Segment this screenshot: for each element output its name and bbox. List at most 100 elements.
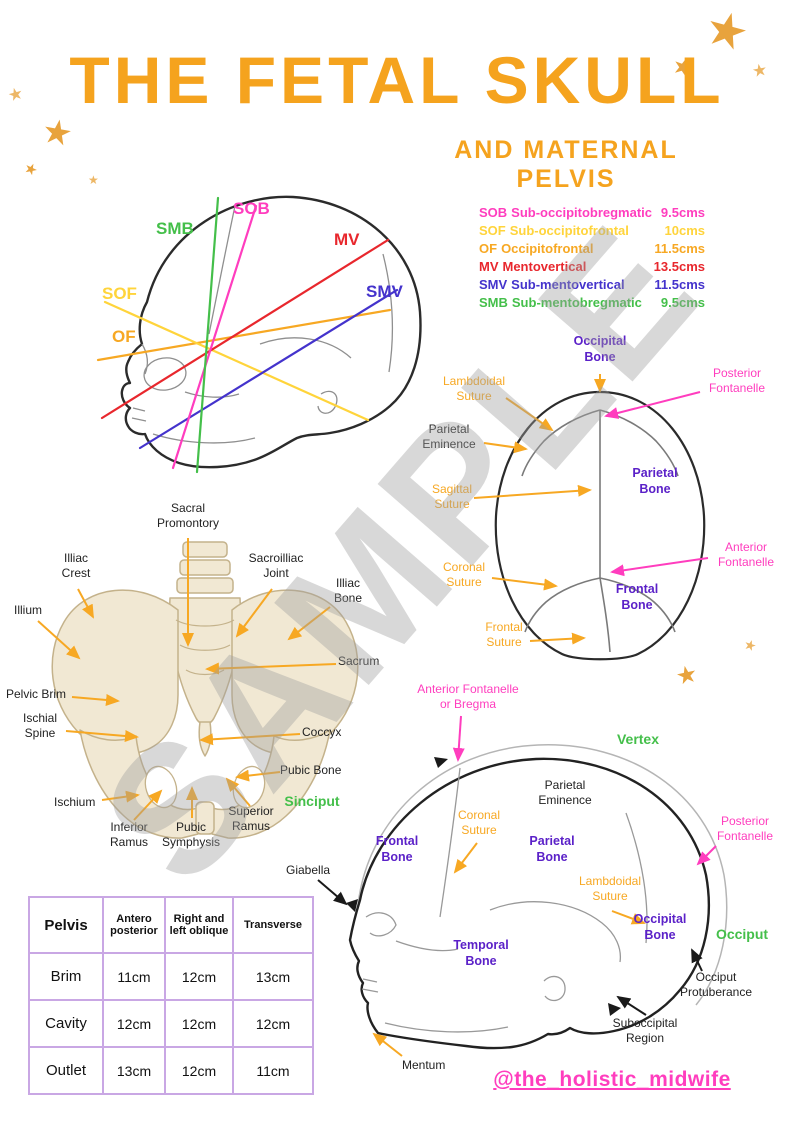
diameter-line-sob: [171, 204, 258, 470]
label-occiput-protuberance: Occiput Protuberance: [679, 970, 753, 999]
label-illium: Illium: [14, 603, 43, 617]
label-ischium: Ischium: [54, 795, 96, 809]
label-illiac-crest: Illiac Crest: [61, 551, 91, 580]
label-occipital-bone-lateral: Occipital Bone: [633, 912, 687, 942]
diameter-label-sob: SOB: [233, 199, 270, 218]
diameter-line-sof: [103, 300, 370, 422]
table-row-brim: Brim 11cm 12cm 13cm: [28, 952, 314, 1001]
legend-abbr: MV: [479, 259, 499, 274]
diameter-label-sof: SOF: [102, 284, 137, 303]
table-header-antero-posterior: Antero posterior: [102, 896, 166, 954]
label-pelvic-brim: Pelvic Brim: [6, 687, 67, 701]
diameter-label-of: OF: [112, 327, 136, 346]
table-cell: Outlet: [28, 1046, 104, 1095]
diameter-line-mv: [100, 238, 390, 420]
diameter-line-of: [96, 308, 392, 362]
diameter-line-smb: [195, 196, 220, 474]
table-header-row: Pelvis Antero posterior Right and left o…: [28, 896, 314, 954]
table-header-oblique: Right and left oblique: [164, 896, 234, 954]
skull-top-sutures: [521, 409, 679, 653]
table-cell: 12cm: [232, 999, 314, 1048]
skull-top-outline: [494, 390, 706, 661]
legend-name: Mentovertical: [502, 259, 587, 274]
diameter-label-smv: SMV: [366, 282, 403, 301]
label-ischial-spine: Ischial Spine: [22, 711, 57, 740]
table-row-cavity: Cavity 12cm 12cm 12cm: [28, 999, 314, 1048]
legend-name: Sub-mentovertical: [511, 277, 625, 292]
legend-abbr: SOF: [479, 223, 506, 238]
skull-lateral-caput-line: [357, 744, 728, 1006]
table-cell: 13cm: [232, 952, 314, 1001]
legend-value: 9.5cms: [660, 295, 705, 310]
label-temporal-bone: Temporal Bone: [453, 938, 509, 968]
fetal-skull-side-diagram: [96, 195, 422, 474]
legend-name: Sub-mentobregmatic: [511, 295, 642, 310]
label-pubic-symphysis: Pubic Symphysis: [161, 820, 220, 849]
legend-value: 9.5cms: [660, 205, 705, 220]
label-sinciput: Sinciput: [284, 793, 340, 809]
legend-abbr: SMV: [479, 277, 508, 292]
page-title: THE FETAL SKULL: [69, 43, 725, 117]
table-header-transverse: Transverse: [232, 896, 314, 954]
label-superior-ramus: Superior Ramus: [228, 804, 274, 833]
label-sacroilliac-joint: Sacroilliac Joint: [248, 551, 304, 580]
social-handle: @the_holistic_midwife: [493, 1068, 731, 1091]
label-vertex: Vertex: [616, 731, 660, 747]
label-giabella: Giabella: [286, 863, 331, 877]
table-row-outlet: Outlet 13cm 12cm 11cm: [28, 1046, 314, 1095]
label-anterior-fontanelle-lateral: Anterior Fontanelle or Bregma: [417, 682, 519, 711]
label-inferior-ramus: Inferior Ramus: [109, 820, 148, 849]
label-lambdoidal-suture-top: Lambdoidal Suture: [442, 374, 506, 403]
label-mentum: Mentum: [402, 1058, 446, 1072]
label-parietal-bone-top: Parietal Bone: [632, 466, 678, 496]
skull-lateral-details: [361, 767, 648, 1033]
label-parietal-eminence-lateral: Parietal Eminence: [538, 778, 592, 807]
legend-name: Sub-occipitofrontal: [509, 223, 629, 238]
table-header-pelvis: Pelvis: [28, 896, 104, 954]
label-occipital-bone-top: Occipital Bone: [573, 334, 627, 364]
legend-name: Occipitofrontal: [501, 241, 594, 256]
label-illiac-bone: Illiac Bone: [333, 576, 363, 605]
label-coronal-suture-top: Coronal Suture: [442, 560, 486, 589]
legend-name: Sub-occipitobregmatic: [511, 205, 653, 220]
label-suboccipital-region: Suboccipital Region: [612, 1016, 678, 1045]
label-posterior-fontanelle-lateral: Posterior Fontanelle: [716, 814, 774, 843]
legend-value: 11.5cms: [654, 241, 705, 256]
label-occiput: Occiput: [715, 926, 769, 942]
table-cell: 12cm: [164, 952, 234, 1001]
table-cell: 12cm: [164, 1046, 234, 1095]
label-parietal-bone-lateral: Parietal Bone: [529, 834, 575, 864]
label-frontal-bone-top: Frontal Bone: [615, 582, 659, 612]
diameter-line-smv: [138, 288, 399, 450]
fetal-skull-top-diagram: [494, 390, 706, 661]
legend-value: 11.5cms: [654, 277, 705, 292]
diameter-label-mv: MV: [334, 230, 360, 249]
legend-abbr: SMB: [479, 295, 508, 310]
label-lambdoidal-suture-lateral: Lambdoidal Suture: [578, 874, 642, 903]
label-sagittal-suture: Sagittal Suture: [431, 482, 473, 511]
legend-abbr: SOB: [479, 205, 508, 220]
pelvis-dimensions-table: Pelvis Antero posterior Right and left o…: [28, 896, 314, 1095]
skull-lateral-outline: [348, 757, 711, 1050]
table-cell: Brim: [28, 952, 104, 1001]
star-icon: ★: [21, 158, 41, 181]
legend-value: 10cms: [664, 223, 705, 238]
star-icon: ★: [38, 111, 76, 155]
table-cell: 11cm: [102, 952, 166, 1001]
table-cell: 12cm: [102, 999, 166, 1048]
table-cell: 11cm: [232, 1046, 314, 1095]
skull-side-details: [131, 205, 394, 444]
label-sacrum: Sacrum: [338, 654, 380, 668]
label-coccyx: Coccyx: [302, 725, 342, 739]
diameter-label-smb: SMB: [156, 219, 194, 238]
fetal-skull-lateral-diagram: [346, 744, 728, 1050]
legend-value: 13.5cms: [653, 259, 705, 274]
table-cell: Cavity: [28, 999, 104, 1048]
region-marker-triangles: [346, 757, 621, 1016]
label-coronal-suture-lateral: Coronal Suture: [457, 808, 501, 837]
